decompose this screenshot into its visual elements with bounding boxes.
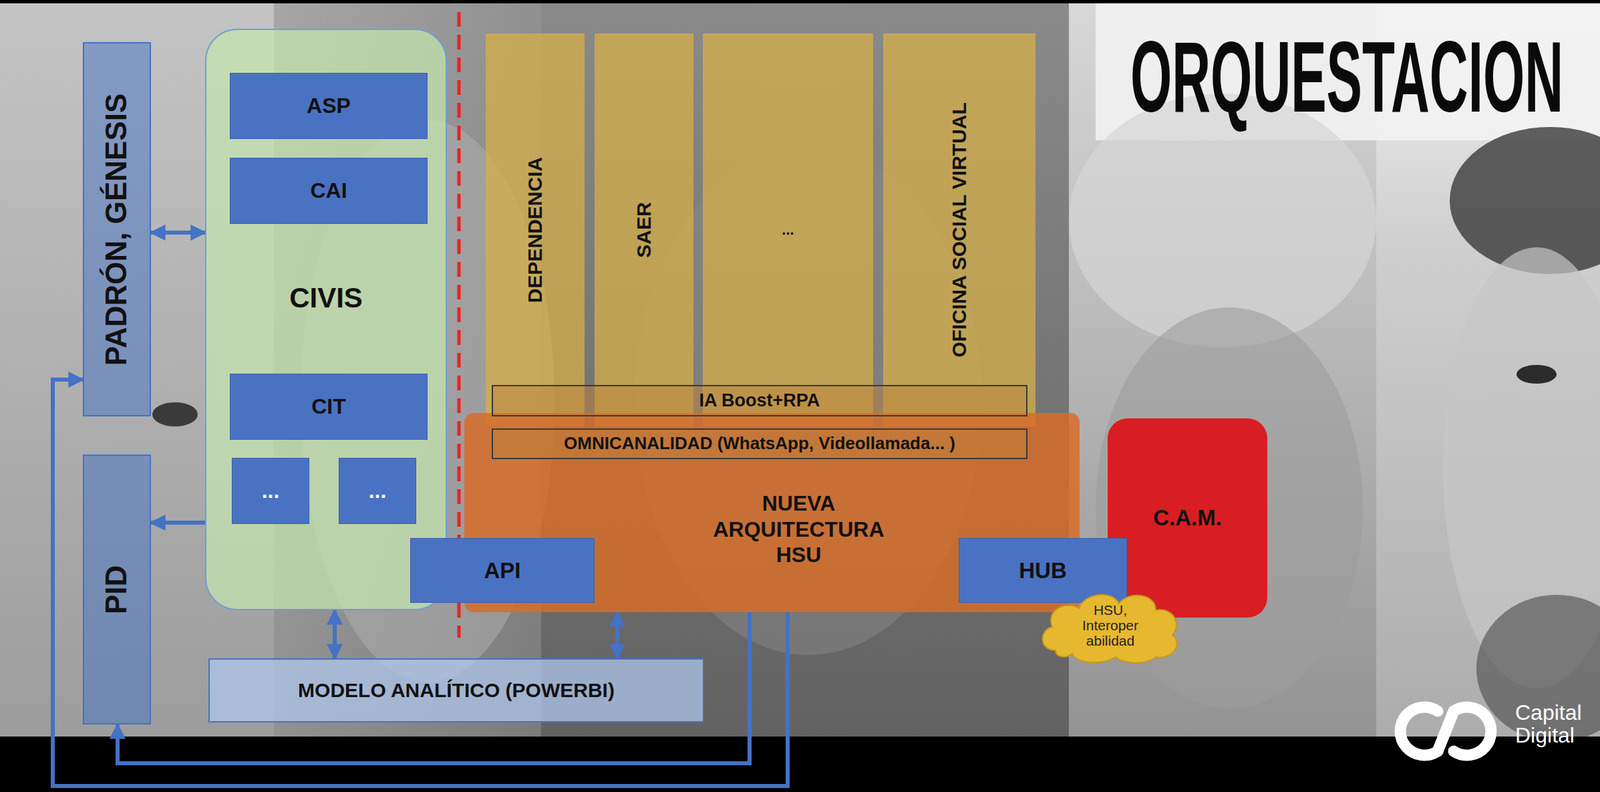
- system-band: PID: [82, 454, 151, 725]
- title-ground: [1095, 0, 1600, 141]
- node-text: ASP: [306, 92, 351, 119]
- module-box: CIT: [229, 373, 428, 440]
- flow-arrow: [332, 609, 337, 659]
- node-text: ...: [261, 477, 280, 504]
- node-text: OFICINA SOCIAL VIRTUAL: [947, 102, 972, 358]
- cloud-outline: [1042, 594, 1178, 663]
- node-text: HSU, Interoper abilidad: [1070, 601, 1150, 649]
- logo-text: Capital Digital: [1515, 701, 1590, 747]
- node-text: IA Boost+RPA: [699, 389, 821, 411]
- service-column: DEPENDENCIA: [485, 33, 585, 427]
- logo-symbol: [1400, 706, 1492, 755]
- node-text: PID: [99, 564, 135, 614]
- node-text: SAER: [631, 201, 657, 258]
- flow-arrow: [117, 611, 750, 763]
- node-text: DEPENDENCIA: [523, 156, 548, 303]
- flow-arrow: [615, 611, 620, 659]
- logo-ring: [1453, 706, 1492, 755]
- title-box: ORQUESTACION: [1130, 26, 1600, 127]
- node-text: OMNICANALIDAD (WhatsApp, Videollamada...…: [563, 432, 956, 454]
- eye-shape: [152, 402, 198, 427]
- node-text: PADRÓN, GÉNESIS: [99, 92, 135, 365]
- node-text: API: [483, 557, 521, 584]
- node-text: ...: [368, 477, 387, 504]
- analytics-box: MODELO ANALÍTICO (POWERBI): [208, 658, 705, 723]
- logo-ring: [1400, 706, 1438, 755]
- module-box: ASP: [229, 72, 428, 139]
- flow-arrow: [150, 230, 206, 235]
- external-box: C.A.M.: [1107, 418, 1268, 618]
- layer-band: IA Boost+RPA: [491, 384, 1028, 417]
- module-box: ...: [338, 457, 417, 524]
- title: ORQUESTACION: [1130, 26, 1564, 127]
- node-text: CAI: [309, 177, 347, 204]
- logo-link: [1437, 710, 1454, 751]
- interface-box: HUB: [958, 537, 1128, 603]
- node-text: NUEVA ARQUITECTURA HSU: [698, 490, 900, 568]
- service-column: ...: [702, 33, 874, 427]
- module-box: CAI: [229, 157, 428, 224]
- service-column: SAER: [594, 33, 694, 427]
- layer-band: OMNICANALIDAD (WhatsApp, Videollamada...…: [491, 428, 1028, 459]
- flow-arrow: [150, 520, 206, 525]
- top-border: [0, 0, 1600, 4]
- node-text: ...: [781, 221, 794, 239]
- node-text: HUB: [1018, 557, 1067, 584]
- service-column: OFICINA SOCIAL VIRTUAL: [883, 33, 1036, 427]
- node-text: MODELO ANALÍTICO (POWERBI): [297, 678, 615, 703]
- eye-shape: [1516, 364, 1557, 384]
- group-box: CIVIS ASP CAI CIT......: [205, 28, 447, 610]
- cloud-note: HSU, Interoper abilidad: [1035, 586, 1186, 664]
- node-text: CIVIS: [289, 281, 363, 315]
- node-text: CIT: [311, 393, 347, 419]
- node-text: C.A.M.: [1153, 504, 1222, 532]
- interface-box: API: [410, 537, 595, 603]
- module-box: ...: [231, 457, 310, 524]
- system-band: PADRÓN, GÉNESIS: [82, 42, 151, 417]
